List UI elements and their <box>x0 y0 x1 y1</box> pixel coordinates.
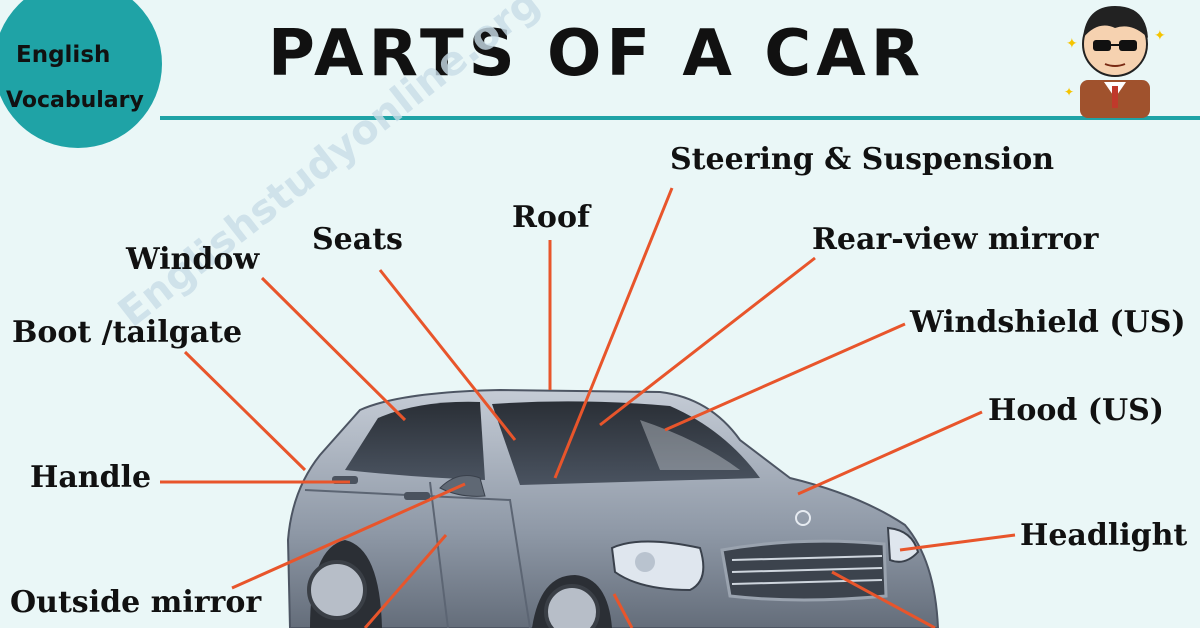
label-steering-suspension: Steering & Suspension <box>670 142 1055 177</box>
page-title: PARTS OF A CAR <box>268 17 925 91</box>
svg-text:✦: ✦ <box>1066 36 1078 52</box>
pointer-line-window <box>260 276 407 422</box>
pointer-line-grille <box>831 570 936 628</box>
label-outside-mirror: Outside mirror <box>10 585 262 620</box>
label-windshield: Windshield (US) <box>910 305 1186 340</box>
label-seats: Seats <box>312 222 403 257</box>
label-headlight: Headlight <box>1020 518 1188 553</box>
pointer-line-seats <box>378 269 517 441</box>
label-handle: Handle <box>30 460 152 495</box>
svg-text:✦: ✦ <box>1154 28 1166 44</box>
english-vocabulary-badge: English Vocabulary <box>0 0 162 148</box>
svg-text:✦: ✦ <box>1064 85 1074 99</box>
label-rear-view-mirror: Rear-view mirror <box>812 222 1099 257</box>
pointer-line-rear-view-mirror <box>599 256 816 427</box>
mascot-icon: ✦ ✦ ✦ <box>1064 6 1166 118</box>
pointer-line-steering <box>553 187 674 479</box>
label-hood: Hood (US) <box>988 393 1165 428</box>
pointer-line-door <box>363 534 448 628</box>
pointer-line-outside-mirror <box>231 482 466 590</box>
pointer-line-headlight <box>899 533 1016 552</box>
label-roof: Roof <box>512 200 590 235</box>
label-window: Window <box>126 242 260 277</box>
pointer-line-hood <box>797 410 983 496</box>
label-boot-tailgate: Boot /tailgate <box>12 315 243 350</box>
pointer-line-boot <box>183 350 307 472</box>
pointer-line-indicator <box>612 593 634 628</box>
badge-line-2: Vocabulary <box>6 88 144 113</box>
header-divider <box>160 116 1200 120</box>
pointer-line-windshield <box>664 322 906 432</box>
badge-line-1: English <box>16 42 111 68</box>
